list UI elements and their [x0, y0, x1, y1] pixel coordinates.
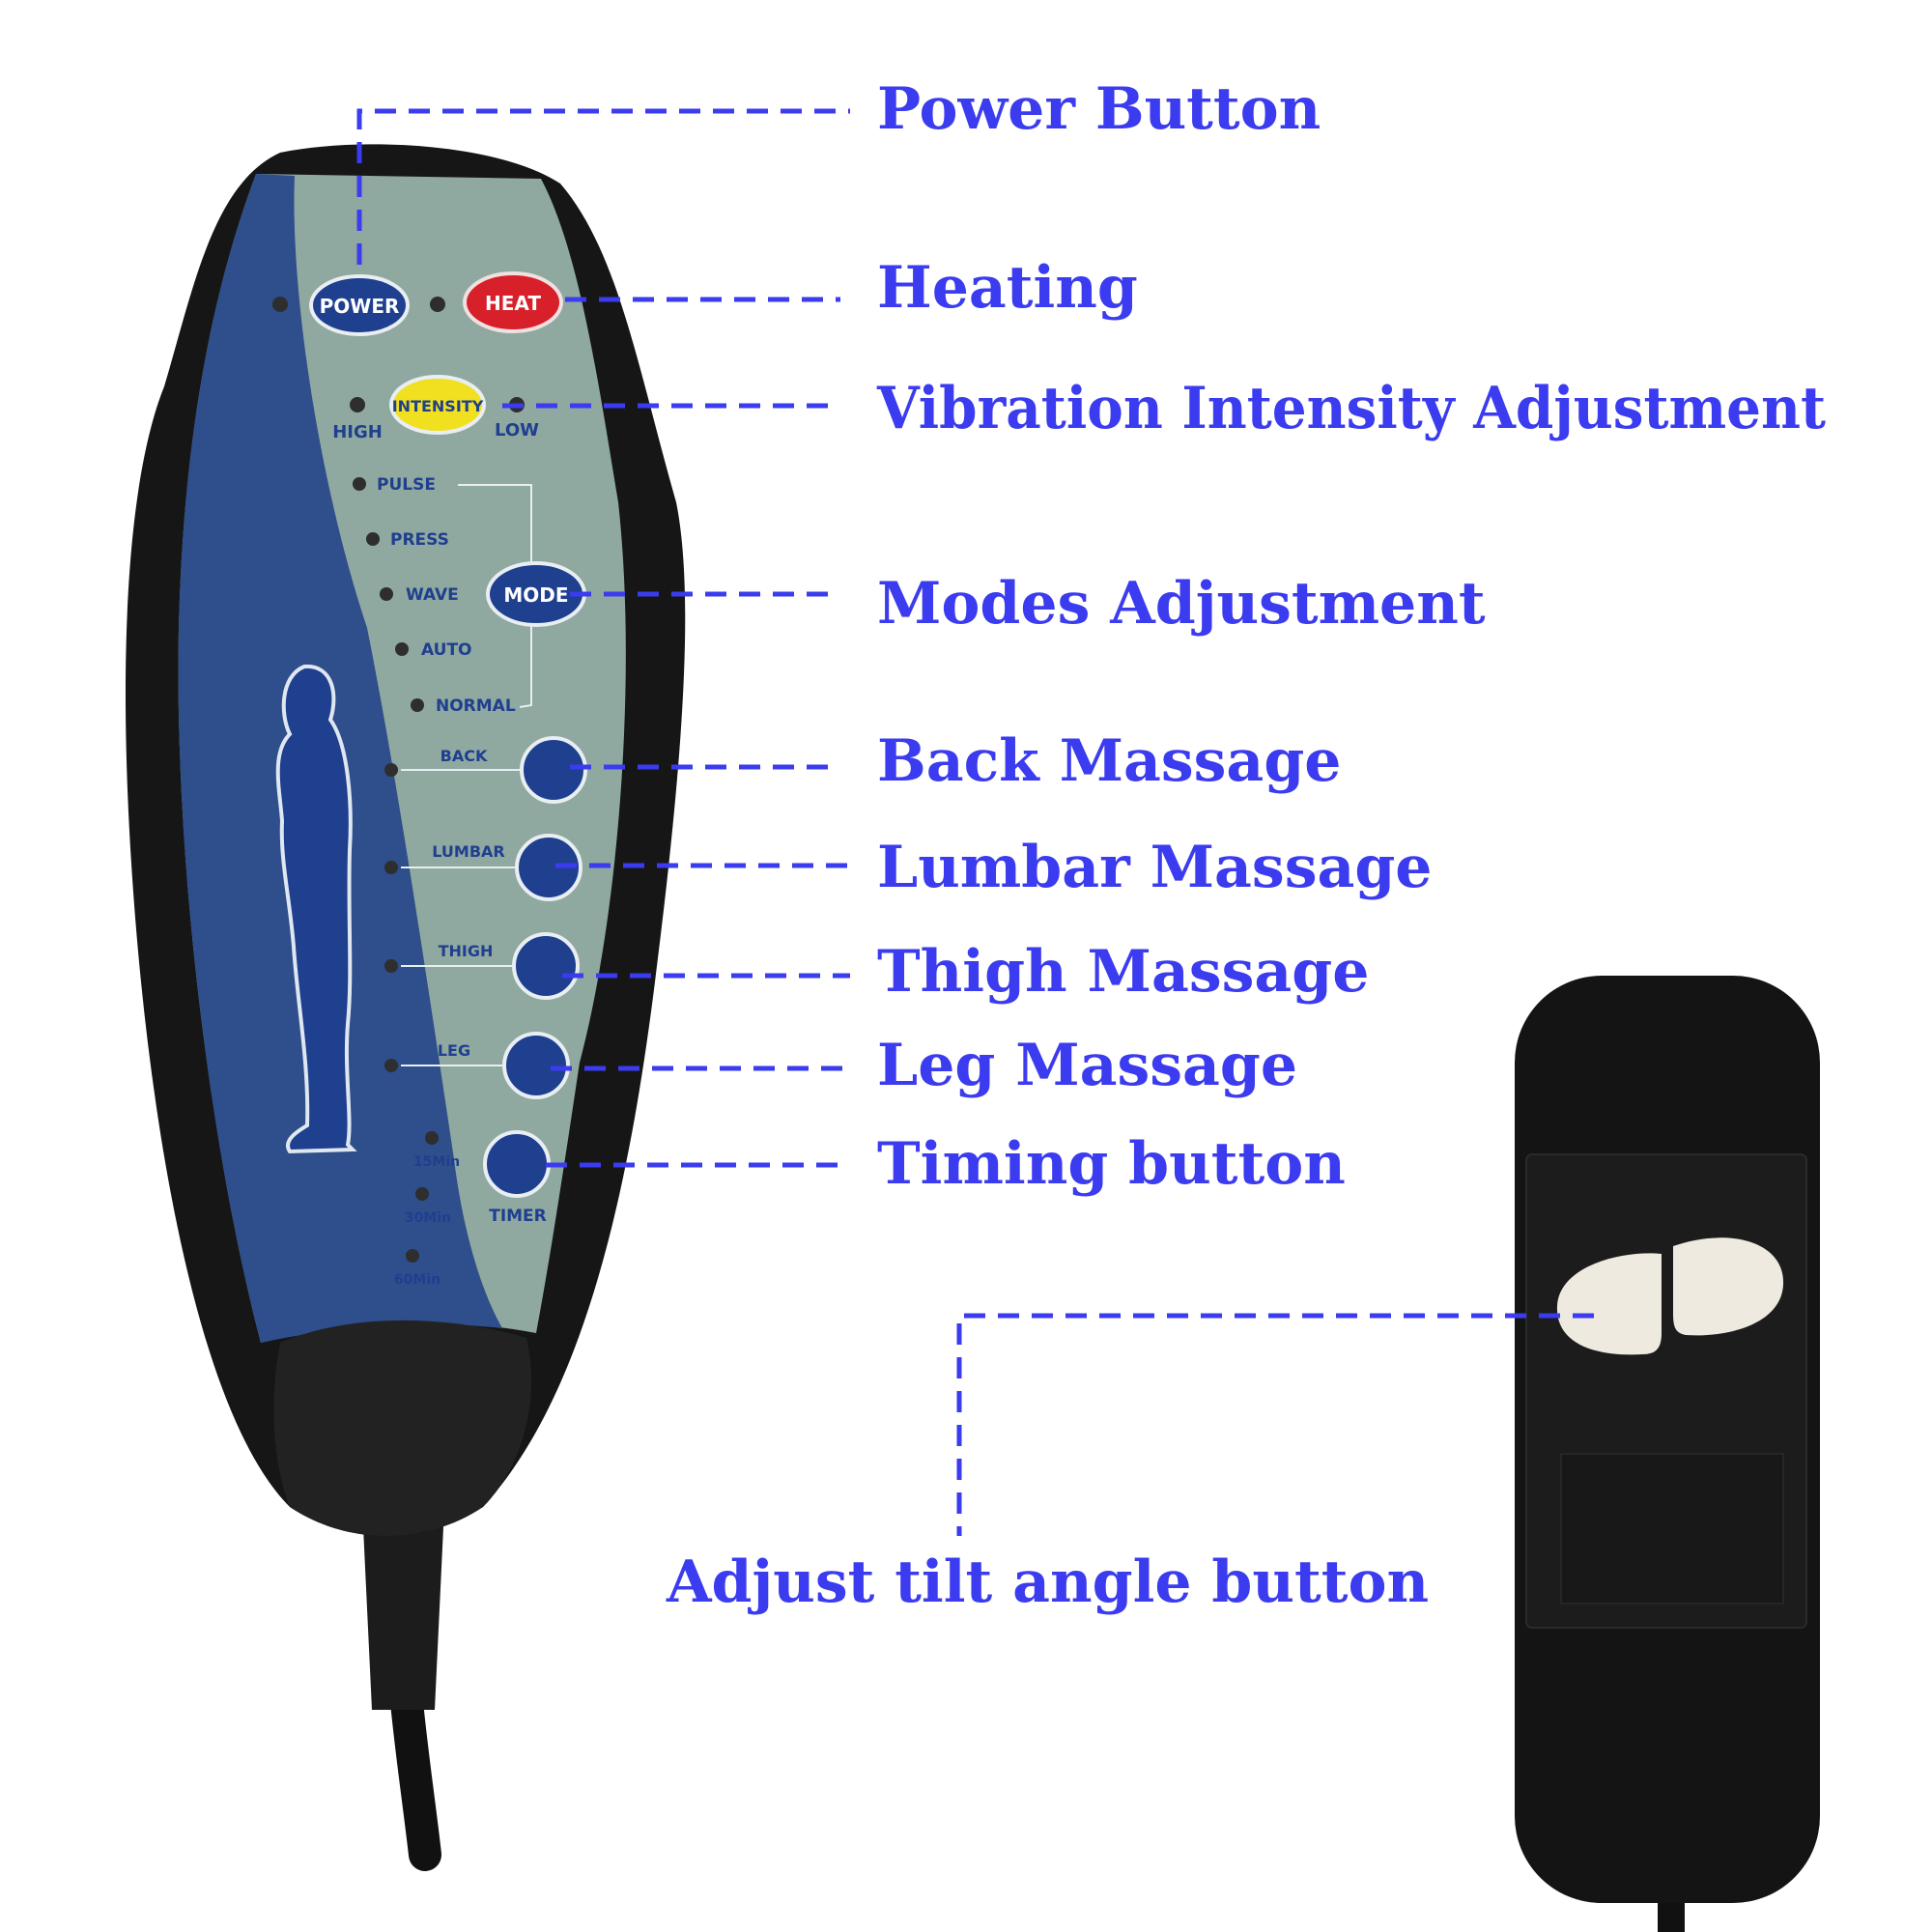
- callout-labels: Power Button Heating Vibration Intensity…: [666, 75, 1826, 1616]
- zone-thigh-led: [384, 959, 398, 973]
- timer-30-label: 30Min: [405, 1210, 451, 1226]
- mode-button-label: MODE: [503, 583, 568, 607]
- lumbar-massage-button[interactable]: [515, 834, 582, 901]
- massage-remote: POWER HEAT HIGH LOW INTENSITY PULSE PRES…: [126, 144, 686, 1871]
- zone-lumbar-led: [384, 861, 398, 874]
- tilt-remote-recess: [1560, 1453, 1784, 1605]
- zone-leg-label: LEG: [438, 1041, 470, 1060]
- intensity-high-label: HIGH: [332, 422, 383, 442]
- callout-power: Power Button: [877, 75, 1321, 143]
- mode-list: PULSE PRESS WAVE AUTO NORMAL: [353, 475, 532, 716]
- leader-lines: [356, 108, 1594, 1536]
- timer-button-label: TIMER: [489, 1207, 547, 1226]
- mode-normal-label: NORMAL: [436, 696, 516, 716]
- mode-pulse-label: PULSE: [377, 475, 436, 495]
- intensity-button-label: INTENSITY: [392, 397, 484, 415]
- callout-lumbar: Lumbar Massage: [877, 834, 1432, 901]
- tilt-leader: [956, 1313, 1594, 1536]
- thigh-massage-button[interactable]: [512, 932, 580, 1000]
- timer-15-label: 15Min: [413, 1154, 460, 1170]
- intensity-button[interactable]: INTENSITY: [389, 375, 486, 435]
- callout-heating: Heating: [877, 254, 1138, 322]
- callout-back: Back Massage: [877, 727, 1341, 795]
- mode-press-led: [366, 532, 380, 546]
- zone-back-label: BACK: [440, 747, 488, 765]
- zone-leg-led: [384, 1059, 398, 1072]
- zone-lumbar-label: LUMBAR: [432, 842, 504, 861]
- remote-grip: [273, 1320, 531, 1536]
- zone-back-led: [384, 763, 398, 777]
- timer-60-led: [406, 1249, 419, 1263]
- power-button[interactable]: POWER: [309, 274, 410, 336]
- callout-modes: Modes Adjustment: [877, 570, 1486, 638]
- heat-button-label: HEAT: [485, 292, 541, 315]
- mode-wave-led: [380, 587, 393, 601]
- back-massage-button[interactable]: [520, 736, 587, 804]
- mode-press-label: PRESS: [390, 530, 449, 550]
- zone-back: BACK: [384, 747, 526, 777]
- power-led: [272, 297, 288, 312]
- zone-lumbar: LUMBAR: [384, 842, 517, 874]
- power-button-label: POWER: [320, 295, 400, 318]
- tilt-up-button[interactable]: [1673, 1237, 1784, 1336]
- callout-leg: Leg Massage: [877, 1032, 1297, 1099]
- callout-timing: Timing button: [877, 1130, 1346, 1198]
- mode-wave-label: WAVE: [406, 585, 459, 605]
- mode-auto-label: AUTO: [421, 640, 472, 660]
- timer-15-led: [425, 1131, 439, 1145]
- leg-massage-button[interactable]: [502, 1032, 570, 1099]
- mode-button[interactable]: MODE: [486, 561, 586, 627]
- power-leader: [356, 108, 850, 265]
- human-silhouette-icon: [275, 664, 357, 1154]
- zone-thigh: THIGH: [384, 942, 512, 973]
- timer-button[interactable]: [483, 1130, 551, 1198]
- zone-thigh-label: THIGH: [439, 942, 494, 960]
- heat-button[interactable]: HEAT: [463, 271, 563, 333]
- intensity-low-label: LOW: [495, 420, 539, 440]
- cable-strain-relief: [362, 1507, 444, 1710]
- tilt-down-button[interactable]: [1556, 1253, 1662, 1355]
- mode-pulse-led: [353, 477, 366, 491]
- timer-options: 15Min 30Min 60Min: [394, 1131, 460, 1288]
- mode-normal-led: [411, 698, 424, 712]
- zone-leg: LEG: [384, 1041, 502, 1072]
- callout-thigh: Thigh Massage: [877, 938, 1369, 1006]
- timer-60-label: 60Min: [394, 1272, 440, 1288]
- mode-auto-led: [395, 642, 409, 656]
- callout-tilt: Adjust tilt angle button: [666, 1548, 1429, 1616]
- intensity-high-led: [350, 397, 365, 412]
- callout-intensity: Vibration Intensity Adjustment: [876, 375, 1826, 442]
- heat-led: [430, 297, 445, 312]
- tilt-remote: [1515, 976, 1820, 1932]
- tilt-button[interactable]: [1556, 1237, 1784, 1355]
- timer-30-led: [415, 1187, 429, 1201]
